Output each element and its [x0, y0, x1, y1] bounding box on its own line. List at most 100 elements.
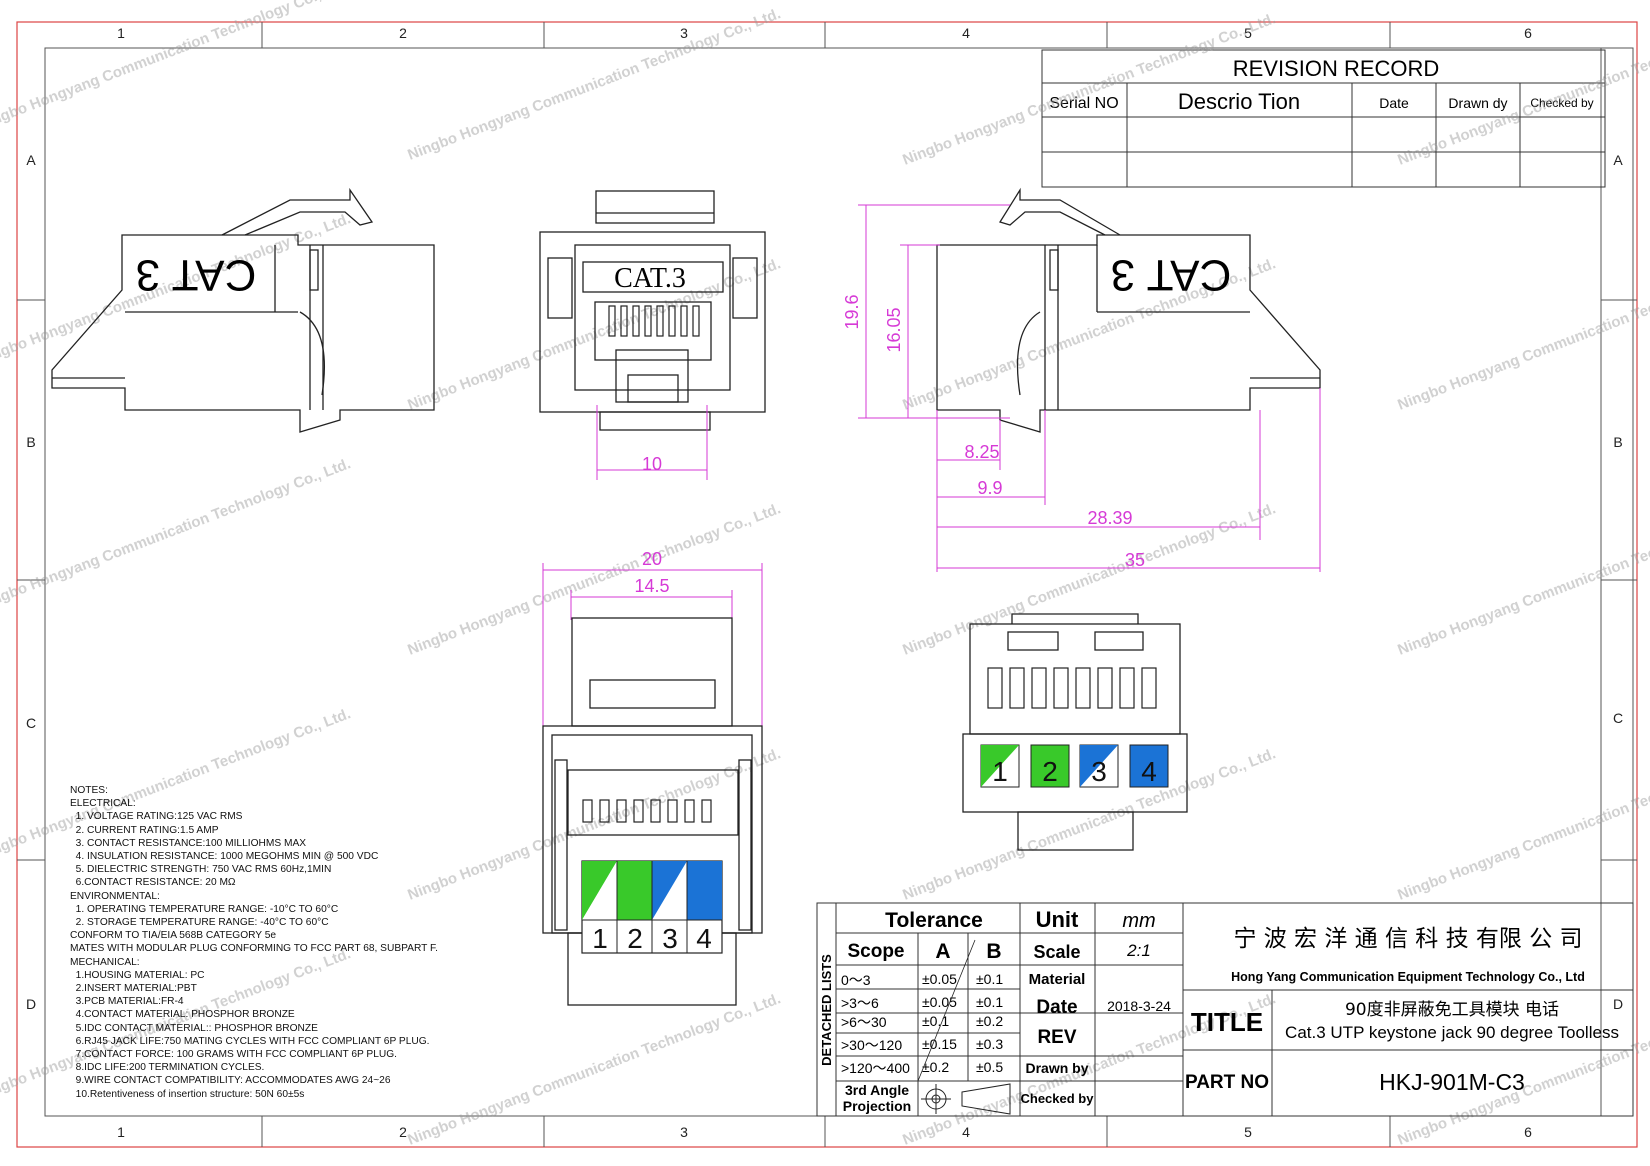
unit-label: Unit — [1036, 907, 1079, 932]
watermark: Ningbo Hongyang Communication Technology… — [405, 990, 783, 1149]
note-line: 6.CONTACT RESISTANCE: 20 MΩ — [70, 877, 236, 889]
note-line: 1. VOLTAGE RATING:125 VAC RMS — [70, 811, 243, 823]
tol-scope: >30～120 — [841, 1037, 902, 1053]
row-label-right: A — [1613, 152, 1623, 168]
rear-view-contacts — [987, 667, 1157, 709]
title-label: TITLE — [1191, 1007, 1263, 1037]
col-label-bottom: 6 — [1524, 1124, 1532, 1140]
note-line: MECHANICAL: — [70, 956, 140, 968]
note-line: 2. STORAGE TEMPERATURE RANGE: -40°C TO 6… — [70, 917, 329, 929]
top-view-color-code — [581, 860, 723, 954]
pin-label: 2 — [1042, 756, 1058, 787]
revision-record-table — [1041, 49, 1606, 188]
scale-value: 2:1 — [1126, 941, 1151, 960]
rev-header-description: Descrio Tion — [1178, 89, 1300, 114]
note-line: MATES WITH MODULAR PLUG CONFORMING TO FC… — [70, 943, 438, 955]
tol-b: ±0.3 — [976, 1036, 1003, 1052]
side-view-label-right: CAT 3 — [1111, 250, 1232, 299]
rev-header-drawn: Drawn dy — [1448, 95, 1507, 111]
tol-scope: >3～6 — [841, 995, 879, 1011]
dimension-values: 10 19.6 16.05 8.25 9.9 28.39 35 20 14.5 — [634, 294, 1145, 596]
tolerance-col-b: B — [986, 940, 1001, 963]
dim-20: 20 — [642, 549, 662, 569]
projection-line2: Projection — [843, 1098, 911, 1114]
tol-b: ±0.5 — [976, 1059, 1003, 1075]
row-label-left: A — [26, 152, 36, 168]
company-name-en: Hong Yang Communication Equipment Techno… — [1231, 970, 1585, 984]
tolerance-rows: 0～3 ±0.05 ±0.1 >3～6 ±0.05 ±0.1 >6～30 ±0.… — [841, 971, 1003, 1076]
row-label-left: D — [26, 996, 36, 1012]
tol-scope: 0～3 — [841, 972, 871, 988]
note-line: 1. OPERATING TEMPERATURE RANGE: -10°C TO… — [70, 903, 339, 915]
watermark: Ningbo Hongyang Communication Technology… — [0, 455, 353, 614]
side-view-left — [51, 187, 435, 433]
rev-label: REV — [1037, 1027, 1076, 1048]
tol-b: ±0.1 — [976, 994, 1003, 1010]
dimension-lines — [542, 204, 1321, 730]
rear-view-pin-labels: 1 2 3 4 — [992, 756, 1157, 787]
dim-10: 10 — [642, 454, 662, 474]
top-view-pin-labels: 1 2 3 4 — [592, 923, 712, 954]
pin-label: 4 — [1141, 756, 1157, 787]
dim-16-05: 16.05 — [884, 307, 904, 352]
checked-by-label: Checked by — [1021, 1091, 1095, 1106]
rev-header-serial: Serial NO — [1049, 95, 1118, 112]
zone-labels: 1 2 3 4 5 6 1 2 3 4 5 6 A B C D A B C D — [26, 25, 1623, 1140]
part-no-label: PART NO — [1185, 1072, 1269, 1093]
tol-a: ±0.05 — [922, 971, 957, 987]
pin-label: 3 — [1091, 756, 1107, 787]
material-label: Material — [1029, 971, 1086, 988]
watermark: Ningbo Hongyang Communication Technology… — [1395, 10, 1650, 169]
detached-lists-label: DETACHED LISTS — [819, 954, 834, 1066]
note-line: 7.CONTACT FORCE: 100 GRAMS WITH FCC COMP… — [70, 1049, 397, 1061]
revision-record-title: REVISION RECORD — [1233, 56, 1440, 81]
dim-35: 35 — [1125, 550, 1145, 570]
col-label-top: 1 — [117, 25, 125, 41]
tol-a: ±0.1 — [922, 1013, 949, 1029]
tolerance-slash — [917, 939, 976, 1082]
title-block-grid — [816, 902, 1634, 1117]
note-line: 3.PCB MATERIAL:FR-4 — [70, 996, 184, 1008]
top-view-contacts — [582, 799, 712, 823]
note-line: 4. INSULATION RESISTANCE: 1000 MEGOHMS M… — [70, 851, 379, 863]
col-label-top: 3 — [680, 25, 688, 41]
col-label-top: 5 — [1244, 25, 1252, 41]
rear-view-color-code — [980, 744, 1169, 788]
tol-b: ±0.1 — [976, 971, 1003, 987]
scope-heading: Scope — [847, 941, 904, 962]
rear-view — [962, 613, 1188, 851]
pin-label: 3 — [662, 923, 678, 954]
tolerance-heading: Tolerance — [885, 909, 983, 932]
rev-header-date: Date — [1379, 95, 1409, 111]
title-cn: 90度非屏蔽免工具模块 电话 — [1345, 1000, 1559, 1020]
col-label-bottom: 4 — [962, 1124, 970, 1140]
date-label: Date — [1036, 997, 1077, 1018]
title-en: Cat.3 UTP keystone jack 90 degree Toolle… — [1285, 1023, 1619, 1042]
col-label-bottom: 2 — [399, 1124, 407, 1140]
row-label-left: C — [26, 715, 36, 731]
watermark: Ningbo Hongyang Communication Technology… — [1395, 745, 1650, 904]
note-line: 9.WIRE CONTACT COMPATIBILITY: ACCOMMODAT… — [70, 1075, 391, 1087]
tol-scope: >120～400 — [841, 1060, 910, 1076]
col-label-top: 6 — [1524, 25, 1532, 41]
col-label-bottom: 1 — [117, 1124, 125, 1140]
dim-19-6: 19.6 — [842, 294, 862, 329]
col-label-bottom: 5 — [1244, 1124, 1252, 1140]
front-view-contacts — [608, 305, 700, 337]
scale-label: Scale — [1033, 942, 1080, 962]
row-label-left: B — [26, 434, 35, 450]
note-line: 10.Retentiveness of insertion structure:… — [70, 1088, 305, 1100]
dim-9-9: 9.9 — [977, 478, 1002, 498]
watermark: Ningbo Hongyang Communication Technology… — [0, 0, 353, 134]
technical-notes: NOTES:ELECTRICAL: 1. VOLTAGE RATING:125 … — [70, 784, 438, 1101]
watermark: Ningbo Hongyang Communication Technology… — [1395, 255, 1650, 414]
note-line: 2. CURRENT RATING:1.5 AMP — [70, 824, 219, 836]
side-view-label-left: CAT 3 — [136, 250, 257, 299]
front-view — [539, 190, 766, 431]
col-label-bottom: 3 — [680, 1124, 688, 1140]
dim-28-39: 28.39 — [1087, 508, 1132, 528]
note-line: ENVIRONMENTAL: — [70, 890, 160, 902]
note-line: NOTES: — [70, 785, 108, 796]
drawn-by-label: Drawn by — [1025, 1060, 1088, 1076]
pin-label: 1 — [992, 756, 1008, 787]
